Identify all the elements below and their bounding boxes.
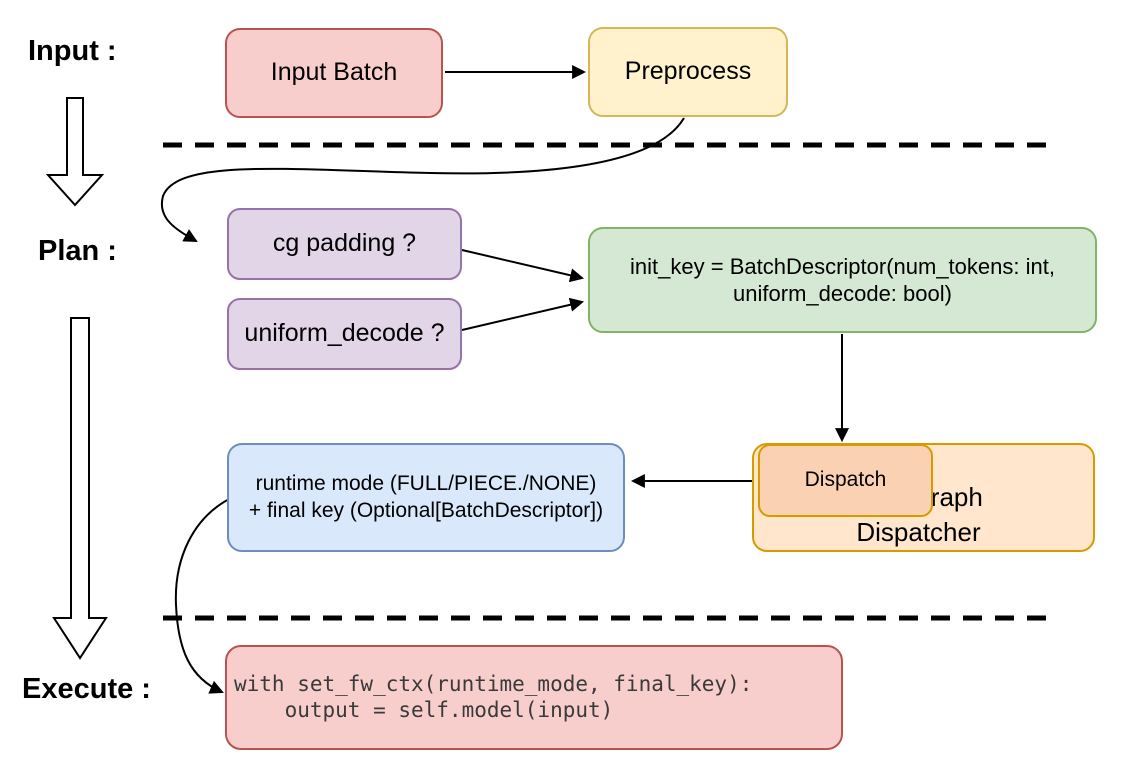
execute-code-line-2: output = self.model(input): [234, 697, 614, 722]
node-init-key-line-2: uniform_decode: bool): [733, 281, 952, 306]
node-dispatch: Dispatch: [758, 444, 933, 517]
hollow-arrow-input-to-plan: [45, 97, 105, 207]
node-preprocess-label: Preprocess: [624, 57, 752, 86]
node-input-batch-label: Input Batch: [270, 58, 398, 87]
section-label-execute: Execute :: [22, 673, 151, 705]
arrow-preprocess-to-cg-padding: [160, 117, 685, 243]
node-uniform-decode-label: uniform_decode ?: [244, 319, 445, 348]
node-uniform-decode: uniform_decode ?: [227, 298, 462, 370]
arrow-cg-padding-to-init-key: [461, 249, 585, 283]
arrow-uniform-decode-to-init-key: [461, 297, 585, 331]
execute-code-line-1: with set_fw_ctx(runtime_mode, final_key)…: [234, 671, 753, 696]
section-label-plan: Plan :: [38, 235, 117, 267]
node-init-key-line-1: init_key = BatchDescriptor(num_tokens: i…: [630, 253, 1055, 279]
arrow-runtime-result-to-execute-code: [174, 496, 234, 694]
hollow-arrow-plan-to-execute: [52, 317, 108, 660]
node-dispatch-label: Dispatch: [804, 468, 887, 492]
section-label-input: Input :: [28, 35, 117, 67]
node-input-batch: Input Batch: [225, 28, 443, 118]
node-runtime-result: runtime mode (FULL/PIECE./NONE) + final …: [227, 443, 625, 552]
node-init-key: init_key = BatchDescriptor(num_tokens: i…: [588, 227, 1097, 333]
node-execute-code: with set_fw_ctx(runtime_mode, final_key)…: [225, 645, 843, 750]
node-cg-padding-label: cg padding ?: [272, 229, 417, 258]
node-runtime-result-line-1: runtime mode (FULL/PIECE./NONE): [255, 472, 597, 496]
node-cg-padding: cg padding ?: [227, 208, 462, 280]
cudagraph-dispatcher-line-2: Dispatcher: [856, 516, 981, 547]
node-preprocess: Preprocess: [588, 27, 788, 117]
node-runtime-result-line-2: + final key (Optional[BatchDescriptor]): [248, 498, 604, 522]
